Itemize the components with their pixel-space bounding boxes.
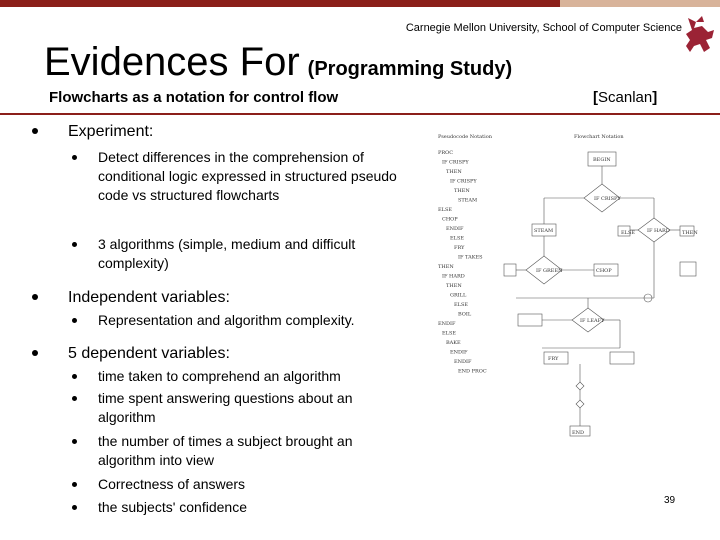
pseudocode-line: PROC [438, 150, 453, 156]
flow-node-right [679, 261, 697, 277]
flowchart-node-label: ELSE [621, 230, 635, 236]
pseudocode-line: THEN [454, 188, 470, 194]
flowchart-diagram [503, 151, 697, 437]
pseudocode-line: IF CRISPY [442, 160, 469, 166]
flow-node-steam-2 [517, 313, 543, 327]
page-number: 39 [664, 495, 676, 506]
flow-junction [643, 293, 653, 303]
flowchart-node-label: FRY [548, 356, 559, 362]
bullet-list: Experiment: Detect differences in the co… [32, 123, 397, 515]
bullet-dot [32, 350, 38, 356]
bullet-dot [32, 294, 38, 300]
figure-left-heading: Pseudocode Notation [438, 134, 493, 140]
pseudocode-line: ENDIF [454, 359, 472, 365]
pseudocode-line: THEN [446, 169, 462, 175]
pseudocode-line: END PROC [458, 369, 487, 375]
bullet-dot [32, 128, 38, 134]
pseudocode-line: ENDIF [446, 226, 464, 232]
sub-bullet-dot [72, 439, 77, 444]
flow-node-else [617, 225, 631, 237]
flowchart-node-label: IF CRISPY [594, 196, 621, 202]
figure-right-heading: Flowchart Notation [574, 134, 624, 140]
sub-bullet-dot [72, 155, 77, 160]
sub-bullet-item: the subjects' confidence [98, 499, 247, 515]
pseudocode-line: ELSE [450, 236, 464, 242]
pseudocode-line: THEN [446, 283, 462, 289]
top-accent-bar-light [560, 0, 720, 7]
flow-merge [575, 381, 585, 391]
flow-node-then [679, 225, 695, 237]
title-main: Evidences For [44, 40, 300, 84]
flowchart-node-label: IF GREEN [536, 268, 563, 274]
flowchart-node-label: IF LEAFY [580, 318, 605, 324]
pseudocode-line: ENDIF [450, 350, 468, 356]
pseudocode-line: IF TAKES [458, 255, 483, 261]
sub-bullet-item: Correctness of answers [98, 476, 246, 492]
citation: [Scanlan] [593, 89, 657, 106]
pseudocode-line: ELSE [454, 302, 468, 308]
institution-name: Carnegie Mellon University, School of Co… [405, 22, 682, 34]
sub-bullet-dot [72, 318, 77, 323]
sub-bullet-item: Detect differences in the comprehension … [98, 149, 397, 203]
flowchart-node-label: BEGIN [593, 157, 611, 163]
pseudocode-line: FRY [454, 245, 465, 251]
flowchart-node-labels: BEGIN IF CRISPY ELSE THEN IF HARD STEAM IF GRE… [534, 157, 698, 436]
pseudocode-line: IF HARD [442, 274, 465, 280]
flow-node-chop-2 [609, 351, 635, 365]
citation-close: ] [652, 89, 658, 106]
sub-bullet-dot [72, 396, 77, 401]
bullet-independent-variables: Independent variables: [68, 289, 230, 306]
flowchart-node-label: END [572, 430, 584, 436]
slide-subtitle: Flowcharts as a notation for control flo… [49, 89, 339, 106]
citation-name: Scanlan [598, 89, 653, 106]
pseudocode-line: GRILL [450, 293, 467, 299]
pseudocode-line: ENDIF [438, 321, 456, 327]
flowchart-node-label: THEN [682, 230, 698, 236]
pseudocode-line: ELSE [438, 207, 452, 213]
sub-bullet-dot [72, 242, 77, 247]
flow-node-chop [593, 263, 619, 277]
pseudocode-line: CHOP [442, 217, 458, 223]
flow-node-end [569, 425, 591, 437]
cmu-scottie-logo-icon [682, 12, 718, 56]
pseudocode-line: BAKE [446, 340, 461, 346]
slide-title: Evidences For (Programming Study) [44, 40, 512, 85]
sub-bullet-dot [72, 482, 77, 487]
flow-merge-2 [575, 399, 585, 409]
pseudocode-line: ELSE [442, 331, 456, 337]
sub-bullet-dot [72, 374, 77, 379]
top-accent-bar [0, 0, 720, 7]
title-rule [0, 113, 720, 115]
pseudocode-line: STEAM [458, 198, 477, 204]
bullet-experiment: Experiment: [68, 123, 154, 140]
sub-bullet-item: 3 algorithms (simple, medium and difficu… [98, 236, 356, 271]
pseudocode-line: IF CRISPY [450, 179, 477, 185]
bullet-dependent-variables: 5 dependent variables: [68, 345, 230, 362]
pseudocode-lines: PROC IF CRISPY THEN IF CRISPY THEN STEAM ELSE C… [438, 150, 487, 375]
flowchart-node-label: IF HARD [647, 228, 670, 234]
sub-bullet-item: Representation and algorithm complexity. [98, 312, 355, 328]
flowchart-node-label: CHOP [596, 268, 612, 274]
sub-bullet-dot [72, 505, 77, 510]
flow-decision-green [525, 255, 563, 285]
flow-node-steam [503, 263, 517, 277]
sub-bullet-item: the number of times a subject brought an… [98, 433, 353, 468]
pseudocode-line: THEN [438, 264, 454, 270]
pseudocode-flowchart-figure: Pseudocode Notation Flowchart Notation P… [424, 130, 704, 440]
top-accent-bar-dark [0, 0, 560, 7]
pseudocode-line: BOIL [458, 312, 472, 318]
citation-open: [ [593, 89, 598, 106]
flowchart-node-label: STEAM [534, 228, 553, 234]
flow-node-fry [543, 351, 569, 365]
sub-bullet-item: time spent answering questions about an … [98, 390, 353, 425]
sub-bullet-item: time taken to comprehend an algorithm [98, 368, 341, 384]
flow-decision-crispy [583, 183, 621, 213]
title-paren: (Programming Study) [307, 58, 513, 80]
flow-decision-leafy [571, 307, 605, 333]
